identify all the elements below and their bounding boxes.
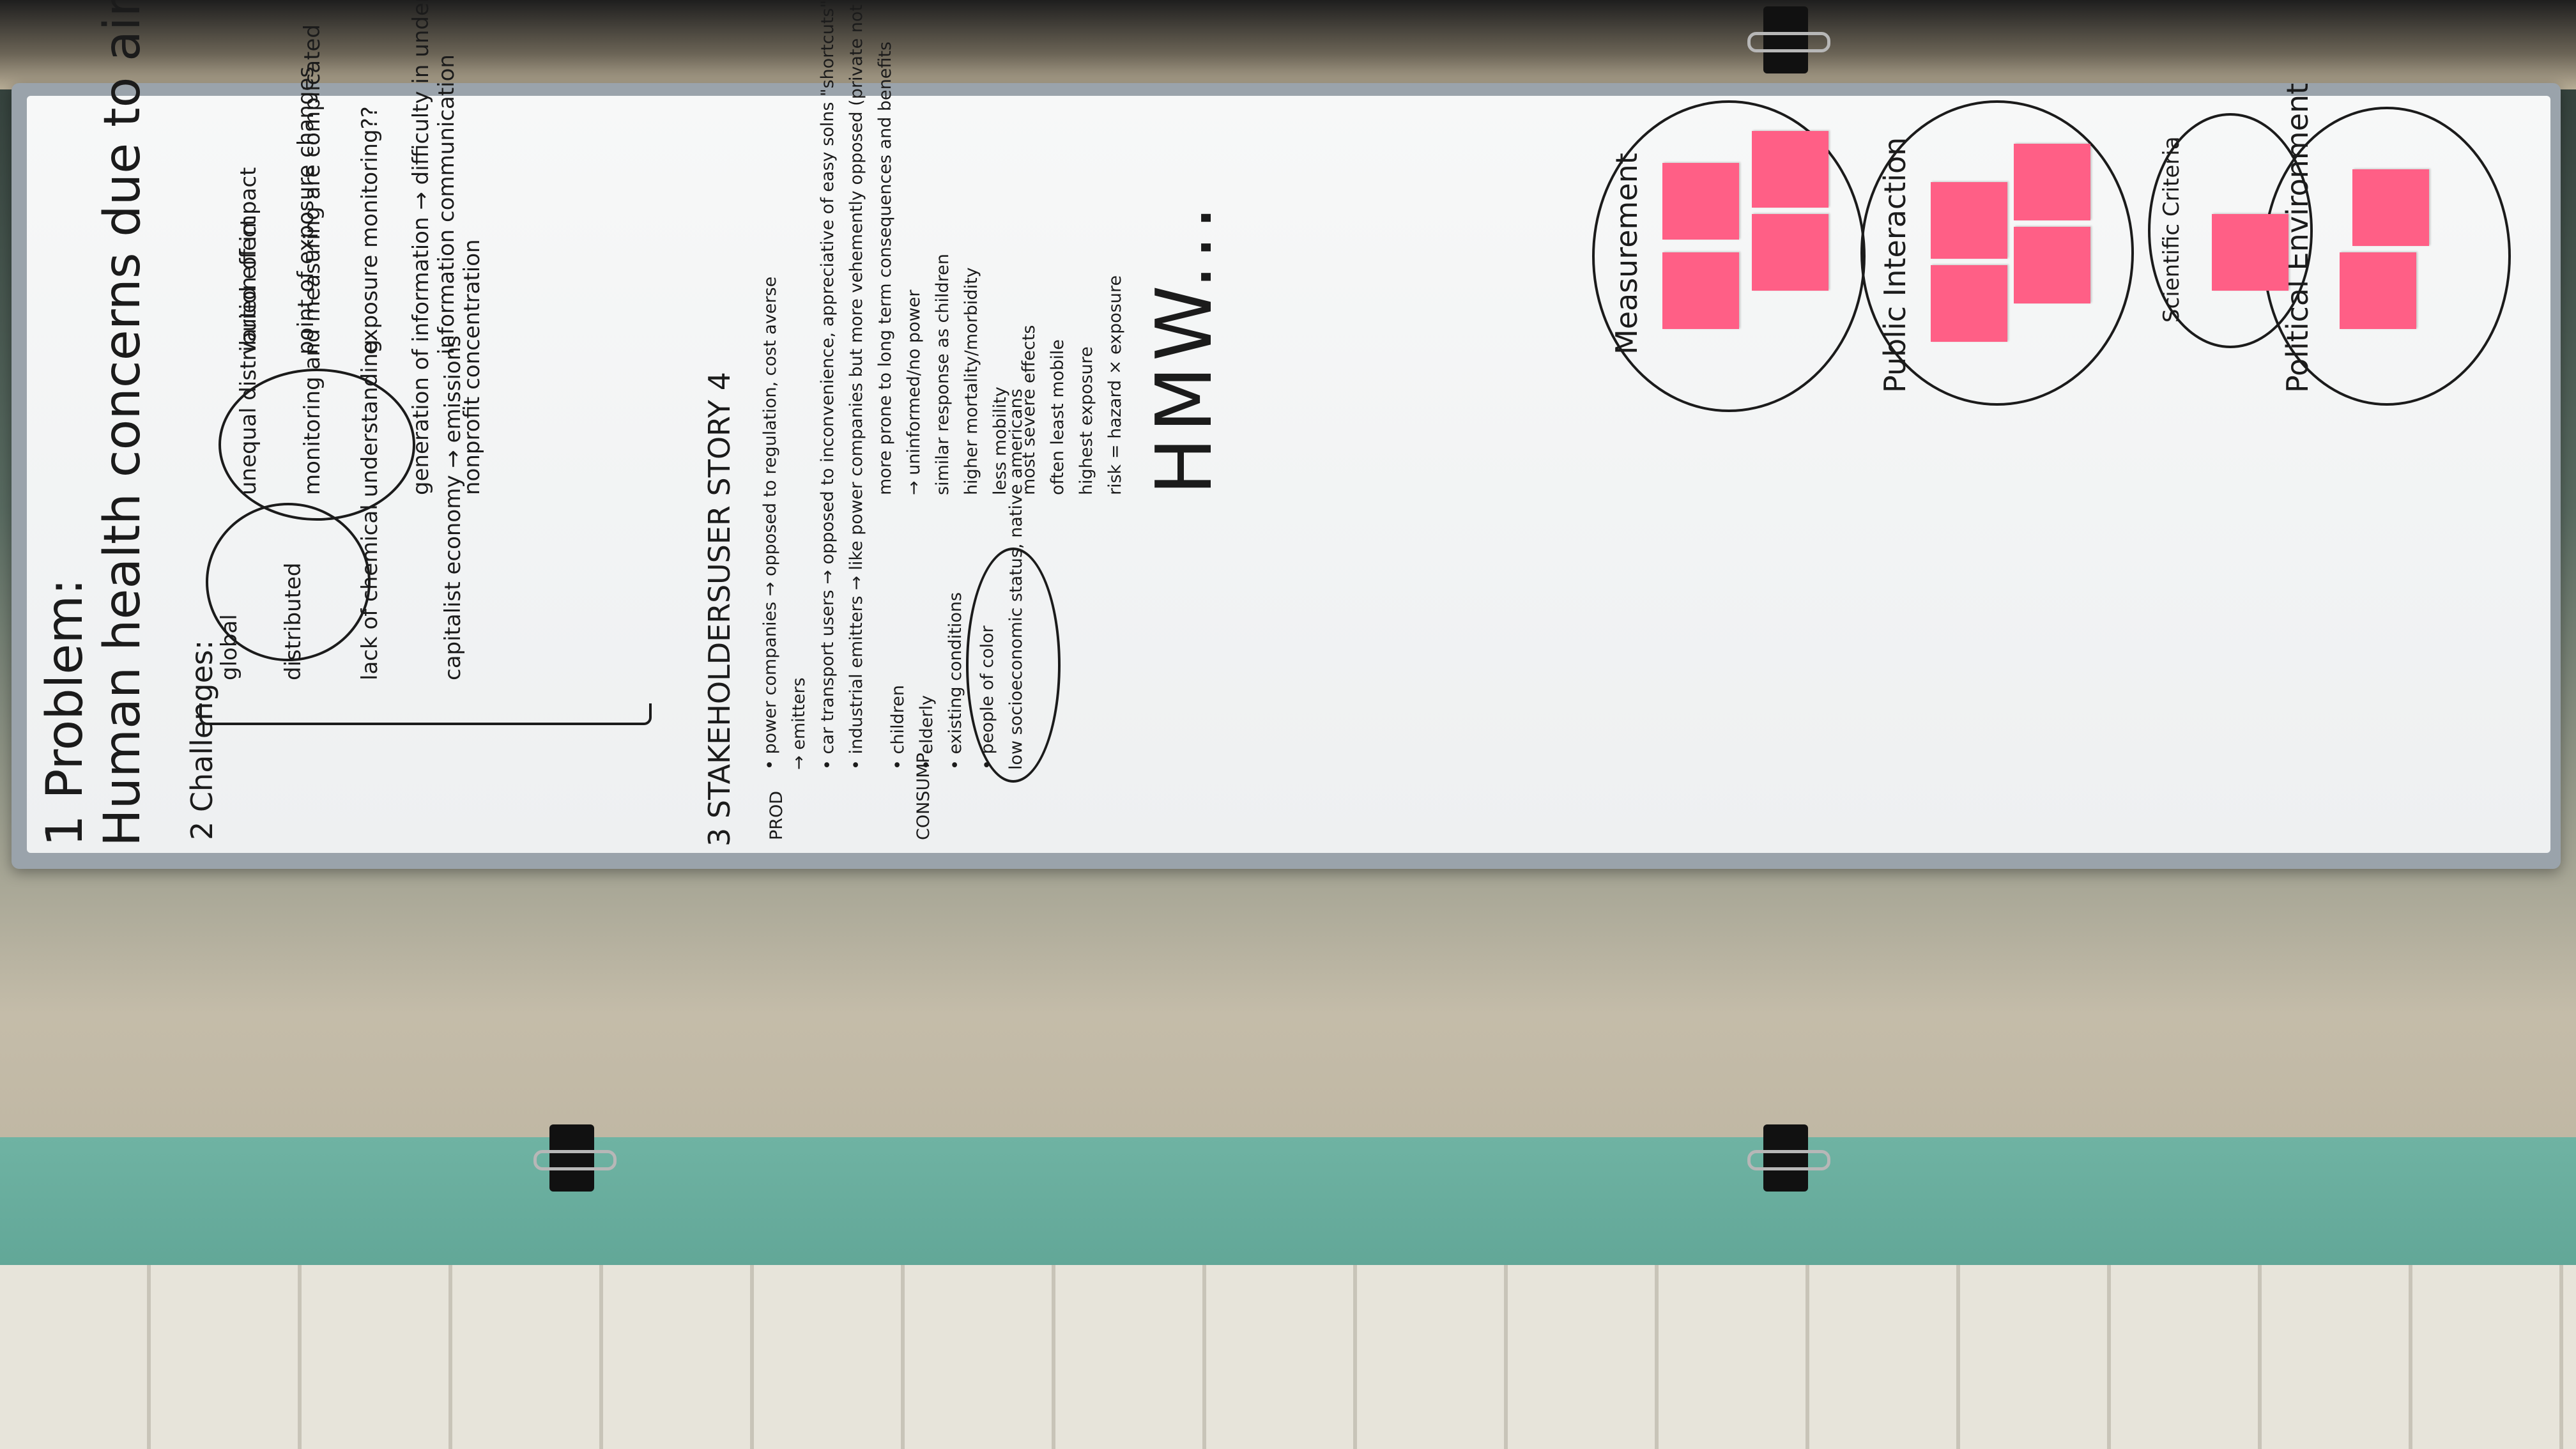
consumer-note: similar response as children [933, 254, 953, 495]
binder-clip [533, 1124, 617, 1192]
hmw-heading: HMW... [1140, 200, 1229, 495]
challenge-item: nonprofit concentration [459, 239, 485, 495]
whiteboard-surface [27, 96, 2550, 853]
consumer-note: highest exposure [1077, 346, 1096, 495]
challenges-bracket [199, 703, 652, 725]
challenge-bubble [206, 503, 371, 661]
sticky-note [1752, 131, 1828, 208]
cluster-label: Public Interaction [1878, 137, 1912, 393]
consumer-note: higher mortality/morbidity [962, 267, 981, 495]
problem-text: Human health concerns due to air polluti… [94, 0, 151, 847]
user-story-heading: USER STORY 4 [702, 371, 737, 585]
consumer-note: often least mobile [1048, 339, 1068, 495]
challenge-item: information communication [434, 54, 459, 355]
problem-heading: 1 Problem: [36, 578, 94, 847]
consumer-note: less mobility [990, 387, 1010, 495]
challenge-item: generation of information → difficulty i… [408, 0, 434, 495]
sticky-note [2352, 169, 2429, 246]
consumer-note: risk = hazard × exposure [1105, 275, 1125, 495]
consumer-note: → uninformed/no power [904, 289, 924, 495]
producer-item: • car transport users → opposed to incon… [818, 0, 838, 770]
consumer-note: more prone to long term consequences and… [875, 42, 895, 495]
cluster-label: Measurement [1609, 153, 1644, 355]
binder-clip [1747, 6, 1830, 73]
consumer-note: most severe effects [1019, 325, 1039, 495]
prod-label: PROD [767, 790, 786, 840]
sticky-note [1662, 163, 1739, 240]
sticky-note [1752, 214, 1828, 291]
whiteboard-writing: 1 Problem: Human health concerns due to … [27, 0, 2550, 853]
challenge-item: point of exposure changes [293, 66, 319, 355]
sticky-note [1931, 182, 2007, 259]
producer-item: → emitters [789, 677, 809, 770]
consumer-item: • children [888, 685, 908, 770]
sticky-note [1662, 252, 1739, 329]
sticky-note [2340, 252, 2416, 329]
cluster-label: Scientific Criteria [2159, 136, 2184, 323]
sticky-note [2212, 214, 2288, 291]
producer-item: • industrial emitters → like power compa… [847, 0, 866, 770]
sticky-note [1931, 265, 2007, 342]
cabinets [0, 1265, 2576, 1449]
binder-clip [1747, 1124, 1830, 1192]
producer-item: • power companies → opposed to regulatio… [760, 276, 780, 770]
consumer-item: • elderly [917, 695, 937, 770]
sticky-note [2014, 227, 2090, 303]
floor [0, 0, 2576, 89]
challenges-heading: 2 Challenges: [185, 640, 219, 840]
sticky-note [2014, 144, 2090, 220]
stakeholders-heading: 3 STAKEHOLDERS [702, 584, 737, 847]
consumer-bubble [966, 548, 1061, 783]
challenge-item: varied effect [236, 217, 261, 355]
consumer-item: • existing conditions [946, 592, 965, 770]
challenge-item: exposure monitoring?? [357, 106, 383, 355]
